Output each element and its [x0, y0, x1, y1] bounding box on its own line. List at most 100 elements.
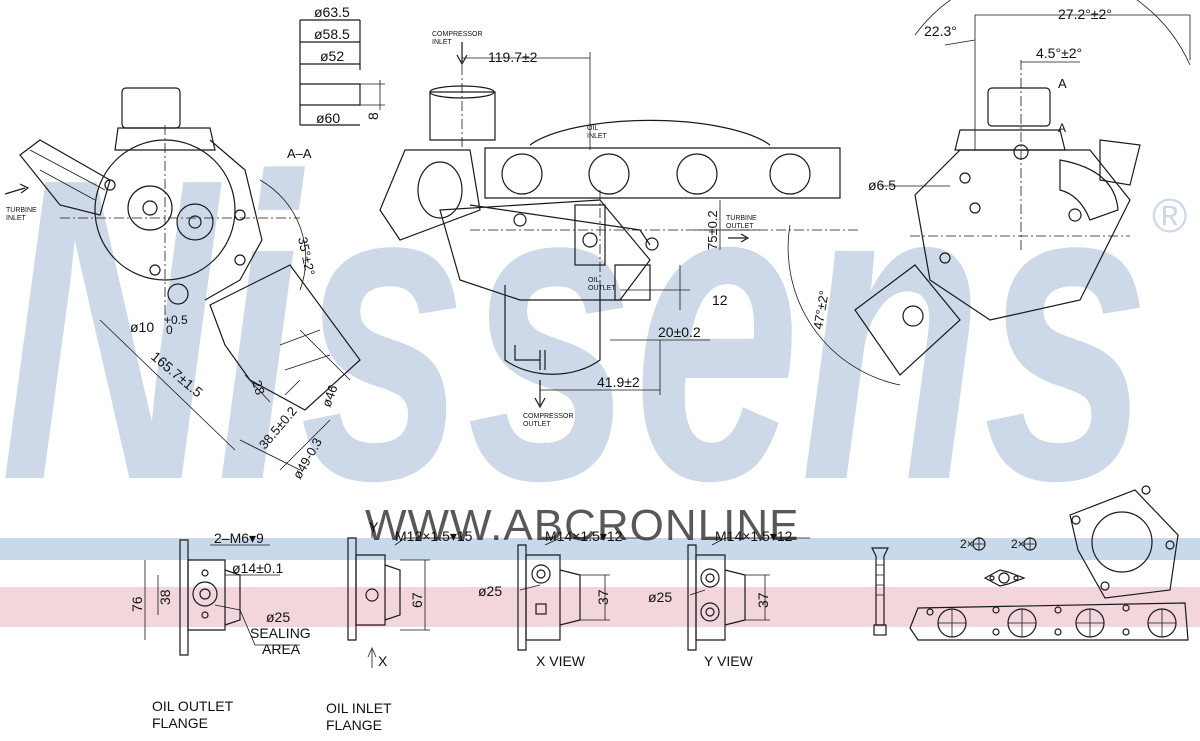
- dim-m6: 2–M6▾9: [214, 530, 264, 546]
- manifold-gasket-bolt: [1054, 606, 1062, 614]
- xview-port-inner: [536, 569, 546, 579]
- dim-165-line: [99, 319, 236, 451]
- flange-leaders: [210, 544, 300, 646]
- yview-port-2-inner: [705, 607, 715, 617]
- right-outlet: [1099, 139, 1141, 186]
- oil-inlet-flange-label: OIL INLET FLANGE: [326, 700, 395, 733]
- oil-inlet-flange-line1: OIL INLET: [326, 700, 392, 716]
- hub-center: [142, 200, 158, 216]
- flange-plate: [179, 539, 189, 656]
- inlet-flange-detail: ø63.5 ø58.5 ø52 ø60 8: [299, 4, 385, 126]
- washer-b-cross: [1024, 538, 1036, 550]
- section-letter-a: A: [1058, 76, 1067, 91]
- turbine-gasket-bolt: [1071, 515, 1081, 525]
- y-view-label: Y VIEW: [704, 653, 754, 669]
- oil-outlet-flange-line1: OIL OUTLET: [152, 698, 234, 714]
- right-outlet-duct: [854, 264, 961, 376]
- actuator-can: [417, 161, 463, 219]
- compressor-inlet-line1: COMPRESSOR: [432, 31, 483, 38]
- dim-67: 67: [409, 592, 425, 608]
- manifold-gasket-bolt: [1122, 628, 1130, 636]
- dim-d6-5: ø6.5: [868, 177, 896, 193]
- oil-outlet-line2: OUTLET: [588, 285, 616, 292]
- compressor-outlet-mark: [514, 345, 546, 370]
- turbine-outlet-line1: TURBINE: [726, 215, 757, 222]
- right-centerlines: [910, 60, 1130, 250]
- oil-inlet-flange-line2: FLANGE: [326, 717, 382, 733]
- dim-119-line: [462, 52, 591, 150]
- turbine-inlet-line2: INLET: [6, 215, 27, 222]
- turbine-outlet-arrow: [728, 233, 750, 243]
- turbine-wheel-center: [188, 215, 202, 229]
- manifold-gasket-bolt: [1122, 604, 1130, 612]
- section-aa-label: A–A: [287, 146, 312, 161]
- dim-12: 12: [712, 292, 728, 308]
- dim-d58-5: ø58.5: [314, 26, 350, 42]
- right-pipe: [1059, 159, 1119, 221]
- dim-41-9: 41.9±2: [597, 374, 640, 390]
- oil-outlet-label: OIL OUTLET: [588, 277, 616, 292]
- oil-outlet-flange-label: OIL OUTLET FLANGE: [152, 698, 237, 731]
- dim-d10-tol-up: +0.5: [164, 313, 188, 327]
- oil-outlet-flange-line2: FLANGE: [152, 715, 208, 731]
- compressor-inlet-arrow: [456, 42, 468, 66]
- yview-port-2: [700, 602, 720, 622]
- oil-drain-port: [167, 283, 189, 305]
- small-gasket-bolt: [989, 575, 995, 581]
- flange-outline: [299, 19, 361, 126]
- turbine-inlet-label: TURBINE INLET: [6, 207, 39, 222]
- exhaust-manifold: [484, 147, 841, 199]
- manifold-gasket-bolt: [992, 628, 1000, 636]
- oil-outlet-block: [614, 264, 651, 301]
- oil-inlet-label: OIL INLET: [587, 125, 608, 140]
- center-view: COMPRESSOR INLET 119.7±2 OIL INLET OIL O…: [379, 31, 860, 428]
- small-gasket: [983, 569, 1026, 587]
- dim-22-arrow: [944, 39, 976, 46]
- yview-plate: [687, 544, 697, 651]
- dim-m14-a: M14×1.5▾12: [545, 528, 623, 544]
- flange-bore: [192, 581, 218, 607]
- outlet-pipe-hatch: [279, 329, 331, 371]
- center-centerlines: [461, 65, 860, 300]
- dim-119-7: 119.7±2: [488, 49, 538, 65]
- dim-d52: ø52: [320, 48, 344, 64]
- manifold-gasket: [909, 602, 1189, 641]
- oil-inlet-line2: INLET: [587, 133, 608, 140]
- inlet-flange-boss: [384, 564, 401, 621]
- dim-75: 75±0.2: [705, 210, 720, 250]
- manifold-top-curve: [529, 119, 771, 146]
- turbine-gasket-bolt: [1165, 540, 1175, 550]
- compressor-outlet-label: COMPRESSOR OUTLET: [523, 413, 576, 428]
- dim-d25-b: ø25: [648, 589, 672, 605]
- dim-28: 28: [249, 378, 268, 396]
- oil-outlet-line1: OIL: [588, 277, 599, 284]
- dim-d10-tol-dn: 0: [166, 323, 173, 337]
- compressor-outlet-arrow: [534, 380, 546, 409]
- manifold-gasket-crosses: [938, 609, 1176, 637]
- turbine-gasket-bolt: [1141, 485, 1151, 495]
- fittings-gaskets: 2× 2×: [871, 485, 1189, 641]
- dim-38-line: [239, 439, 301, 471]
- dim-22-3: 22.3°: [924, 23, 957, 39]
- bearing-center: [574, 204, 606, 266]
- oil-outlet-flange-detail: 2–M6▾9 ø14±0.1 76 38 ø25 SEALING AREA OI…: [129, 530, 311, 731]
- dim-small-lines: [244, 329, 351, 403]
- compressor-inlet-label: COMPRESSOR INLET: [432, 31, 485, 46]
- manifold-gasket-bolt: [992, 606, 1000, 614]
- dim-41-line: [540, 340, 661, 395]
- sealing-area-line1: ø25: [266, 609, 290, 625]
- dim-8: 8: [365, 112, 381, 120]
- dim-m12: M12×1.5▾15: [395, 528, 473, 544]
- yview-dims: [689, 537, 810, 621]
- dim-d10: ø10: [130, 319, 154, 335]
- yview-port: [700, 568, 720, 588]
- flange-bore-inner: [199, 588, 211, 600]
- inlet-flange-bore: [365, 588, 379, 602]
- inlet-flange-plate: [347, 537, 357, 641]
- watermark-url: WWW.ABCRONLINE: [365, 501, 799, 550]
- flange-8-dim: [360, 80, 385, 110]
- washer-a-cross: [973, 538, 985, 550]
- right-bolt: [1068, 208, 1082, 222]
- turbine-inlet-arrow: [4, 183, 30, 195]
